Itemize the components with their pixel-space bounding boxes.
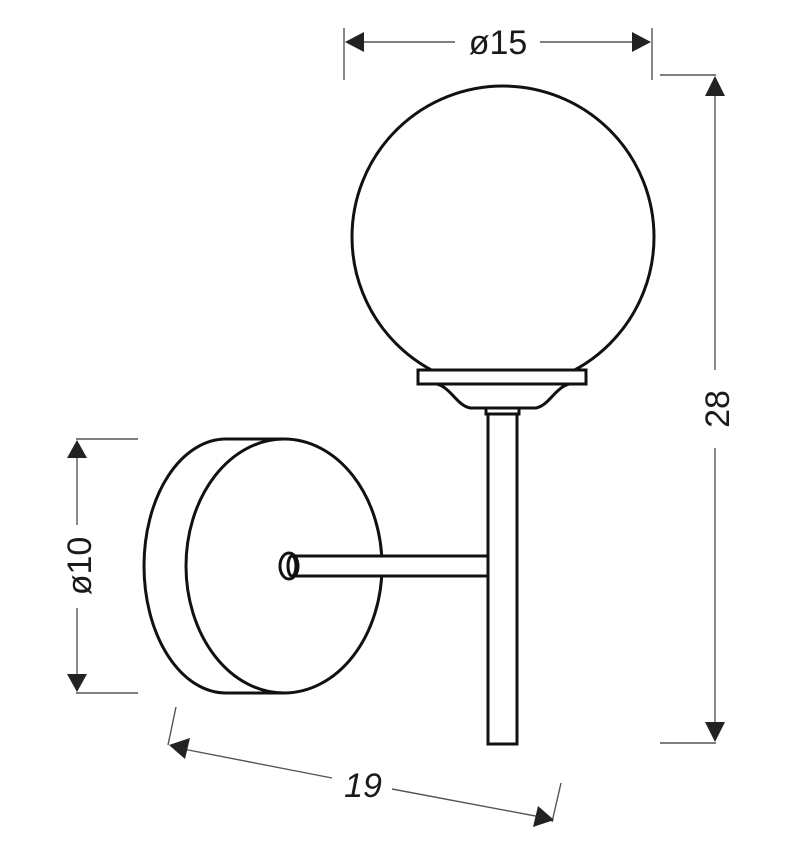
arrow-right-icon <box>533 806 554 827</box>
wall-plate-diameter-label: ø10 <box>61 537 99 596</box>
globe-diameter-label: ø15 <box>469 24 528 62</box>
dimension-wall-plate-diameter: ø10 <box>61 438 138 694</box>
arrow-down-icon <box>67 674 87 692</box>
arrow-left-icon <box>169 738 190 759</box>
dimension-total-height: 28 <box>660 74 737 744</box>
stem-top-collar <box>484 406 521 416</box>
arrow-up-icon <box>67 440 87 458</box>
globe-shade <box>350 84 656 390</box>
projection-depth-label: 19 <box>344 767 382 805</box>
dimension-line-right <box>391 788 547 819</box>
dimension-line-left <box>177 747 333 779</box>
extension-line-right <box>551 782 562 823</box>
extension-line-left <box>167 706 177 746</box>
arm-collar-inner <box>286 554 298 578</box>
arrow-up-icon <box>705 76 725 96</box>
lamp-illustration <box>142 84 656 746</box>
arrow-down-icon <box>705 722 725 742</box>
dimension-projection-depth: 19 <box>167 706 562 827</box>
arrow-left-icon <box>345 32 364 52</box>
horizontal-arm <box>286 554 490 578</box>
dimension-globe-diameter: ø15 <box>343 24 653 80</box>
vertical-stem <box>486 411 519 746</box>
total-height-label: 28 <box>699 390 737 428</box>
arrow-right-icon <box>632 32 651 52</box>
shade-holder-rim <box>416 368 588 386</box>
shade-holder-cup <box>429 381 577 410</box>
